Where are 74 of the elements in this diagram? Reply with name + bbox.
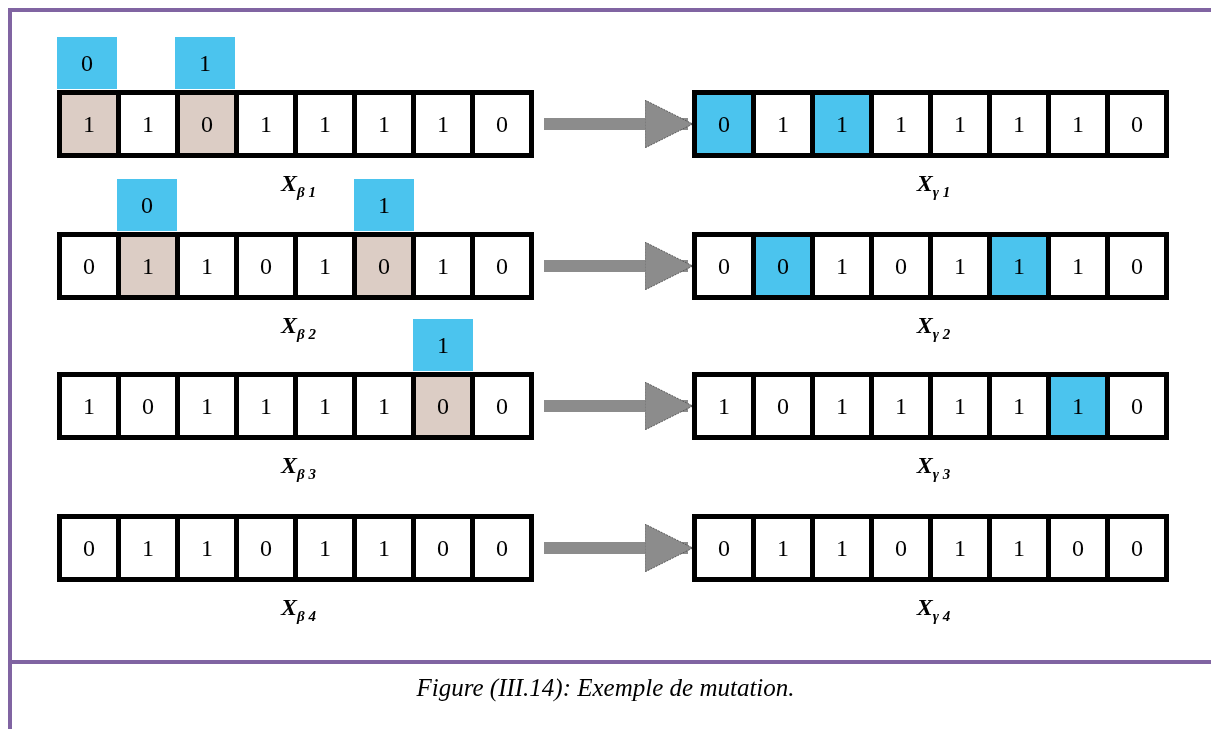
bit-cell: 0 (697, 95, 751, 153)
bit-cell: 0 (1110, 519, 1164, 577)
bit-cell: 1 (298, 95, 352, 153)
bit-cell: 0 (756, 377, 810, 435)
bit-cell: 1 (121, 237, 175, 295)
figure-caption: Figure (III.14): Exemple de mutation. (416, 674, 795, 701)
bit-cell: 1 (357, 519, 411, 577)
bit-cell: 0 (180, 95, 234, 153)
bit-cell: 1 (180, 377, 234, 435)
bit-cell: 1 (62, 377, 116, 435)
bit-cell: 1 (815, 519, 869, 577)
bit-cell: 1 (992, 95, 1046, 153)
bit-cell: 1 (62, 95, 116, 153)
bit-cell: 0 (121, 377, 175, 435)
bit-cell: 1 (992, 377, 1046, 435)
mutation-bit: 1 (413, 319, 473, 371)
bit-cell: 1 (298, 237, 352, 295)
bit-cell: 0 (416, 377, 470, 435)
bit-cell: 0 (1110, 237, 1164, 295)
arrow (544, 241, 694, 291)
bit-cell: 1 (180, 237, 234, 295)
bit-cell: 0 (1110, 377, 1164, 435)
mutation-bit: 0 (57, 37, 117, 89)
bit-cell: 1 (933, 237, 987, 295)
bit-cell: 1 (1051, 95, 1105, 153)
bit-cell: 1 (992, 519, 1046, 577)
bit-cell: 0 (1110, 95, 1164, 153)
bit-cell: 1 (239, 377, 293, 435)
bit-cell: 1 (357, 95, 411, 153)
bit-cell: 0 (475, 519, 529, 577)
bit-cell: 0 (239, 519, 293, 577)
bit-cell: 0 (1051, 519, 1105, 577)
bit-cell: 0 (475, 377, 529, 435)
bit-cell: 1 (815, 377, 869, 435)
bit-cell: 1 (298, 377, 352, 435)
bit-cell: 1 (1051, 377, 1105, 435)
mutation-bit: 1 (354, 179, 414, 231)
bit-cell: 1 (815, 237, 869, 295)
arrow (544, 99, 694, 149)
bit-cell: 1 (121, 95, 175, 153)
bit-cell: 0 (756, 237, 810, 295)
bit-cell: 0 (239, 237, 293, 295)
bit-cell: 1 (416, 237, 470, 295)
bit-cell: 1 (933, 95, 987, 153)
bit-cell: 0 (697, 519, 751, 577)
bit-cell: 1 (180, 519, 234, 577)
bit-cell: 0 (357, 237, 411, 295)
bit-cell: 1 (298, 519, 352, 577)
bit-cell: 1 (121, 519, 175, 577)
bit-cell: 1 (815, 95, 869, 153)
bit-cell: 1 (933, 519, 987, 577)
bit-cell: 1 (416, 95, 470, 153)
bit-cell: 0 (416, 519, 470, 577)
bit-cell: 0 (475, 95, 529, 153)
bit-cell: 1 (756, 95, 810, 153)
bit-cell: 1 (239, 95, 293, 153)
bit-cell: 1 (697, 377, 751, 435)
bit-cell: 1 (992, 237, 1046, 295)
bit-cell: 0 (874, 519, 928, 577)
mutation-bit: 1 (175, 37, 235, 89)
mutation-bit: 0 (117, 179, 177, 231)
bit-cell: 1 (933, 377, 987, 435)
bit-cell: 0 (475, 237, 529, 295)
arrow (544, 381, 694, 431)
bit-cell: 0 (874, 237, 928, 295)
bit-cell: 0 (62, 237, 116, 295)
bit-cell: 1 (357, 377, 411, 435)
bit-cell: 0 (697, 237, 751, 295)
bit-cell: 1 (1051, 237, 1105, 295)
bit-cell: 1 (874, 377, 928, 435)
bit-cell: 1 (874, 95, 928, 153)
bit-cell: 1 (756, 519, 810, 577)
bit-cell: 0 (62, 519, 116, 577)
arrow (544, 523, 694, 573)
